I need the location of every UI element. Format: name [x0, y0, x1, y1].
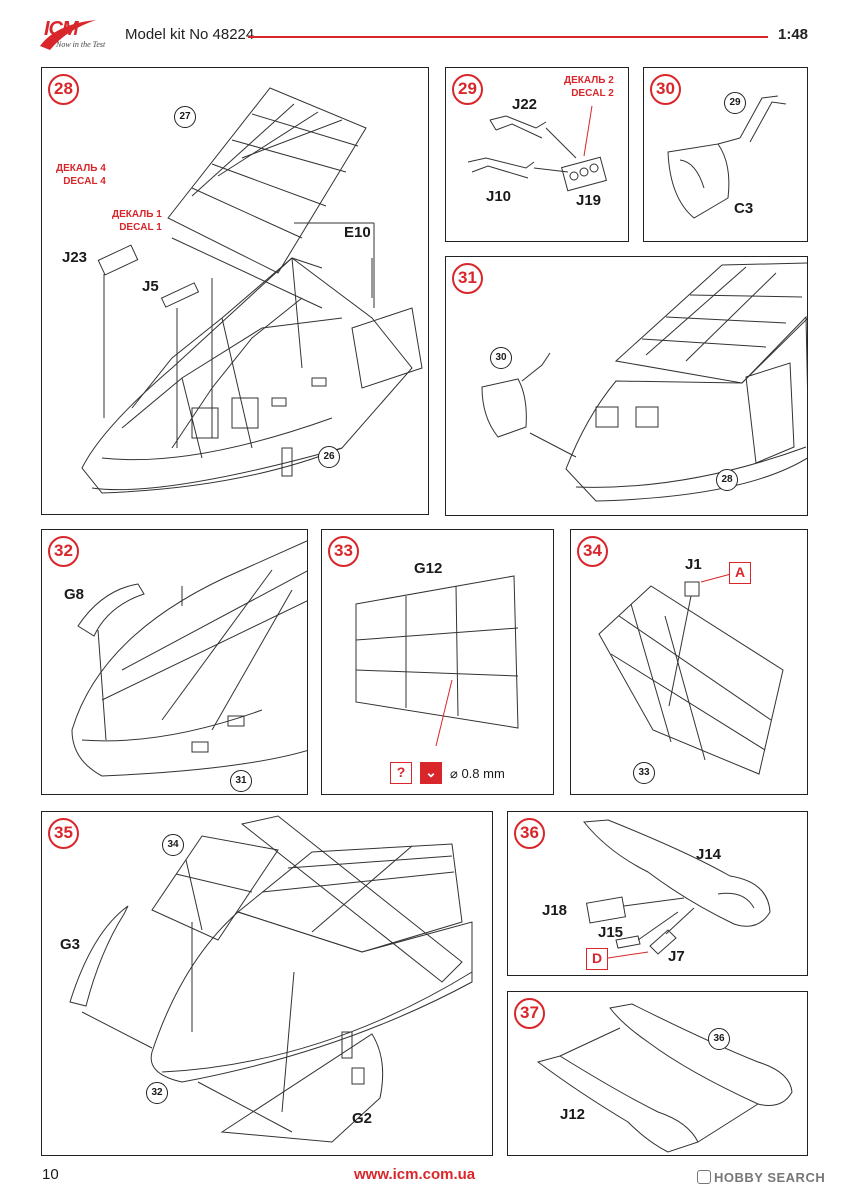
decal-2-ru: ДЕКАЛЬ 2: [564, 75, 614, 86]
kit-number: Model kit No 48224: [125, 26, 255, 43]
step-32-panel: 32 G8 31: [41, 529, 308, 795]
decal-2-label: ДЕКАЛЬ 2 DECAL 2: [564, 74, 614, 100]
decal-1-en: DECAL 1: [119, 222, 162, 233]
step-35-drawing: [69, 815, 473, 1143]
callout-D: D: [586, 948, 608, 970]
step-37-panel: 37 36 J12: [507, 991, 808, 1156]
ref-29: 29: [724, 92, 746, 114]
part-J14: J14: [696, 846, 722, 863]
ref-30: 30: [490, 347, 512, 369]
ref-33: 33: [633, 762, 655, 784]
part-J15: J15: [598, 924, 624, 941]
step-31-drawing: [481, 262, 807, 502]
step-28-drawing: [81, 87, 423, 494]
decal-2-en: DECAL 2: [571, 88, 614, 99]
step-number: 32: [48, 536, 79, 567]
step-number: 33: [328, 536, 359, 567]
drill-size: ⌀ 0.8 mm: [450, 766, 505, 781]
part-G3: G3: [60, 936, 81, 953]
step-number: 28: [48, 74, 79, 105]
part-J5: J5: [142, 278, 159, 295]
ref-31: 31: [230, 770, 252, 792]
website-link[interactable]: www.icm.com.ua: [354, 1166, 476, 1183]
icm-logo: [40, 20, 96, 50]
step-34-panel: 34 J1 A 33: [570, 529, 808, 795]
step-number: 34: [577, 536, 608, 567]
step-34-drawing: [598, 573, 784, 775]
part-J22: J22: [512, 96, 538, 113]
part-J7: J7: [668, 948, 685, 965]
step-number: 30: [650, 74, 681, 105]
step-36-drawing: [583, 819, 771, 959]
ref-27: 27: [174, 106, 196, 128]
step-number: 29: [452, 74, 483, 105]
part-G2: G2: [352, 1110, 373, 1127]
part-J10: J10: [486, 188, 512, 205]
step-number: 37: [514, 998, 545, 1029]
decal-4-en: DECAL 4: [63, 176, 106, 187]
ref-36: 36: [708, 1028, 730, 1050]
step-29-drawing: [467, 105, 608, 192]
step-number: 31: [452, 263, 483, 294]
part-J12: J12: [560, 1106, 586, 1123]
step-number: 36: [514, 818, 545, 849]
scale-label: 1:48: [778, 26, 809, 43]
decal-4-label: ДЕКАЛЬ 4 DECAL 4: [56, 162, 106, 188]
part-G12: G12: [414, 560, 443, 577]
decal-1-ru: ДЕКАЛЬ 1: [112, 209, 162, 220]
ref-32: 32: [146, 1082, 168, 1104]
part-J23: J23: [62, 249, 88, 266]
header-divider: [248, 36, 768, 38]
logo-tagline: Now in the Test: [56, 40, 106, 49]
page-number: 10: [42, 1166, 59, 1183]
ref-28: 28: [716, 469, 738, 491]
check-fit-icon: ?: [390, 762, 412, 784]
logo-text: ICM: [44, 18, 79, 40]
step-30-drawing: [667, 95, 787, 219]
part-G8: G8: [64, 586, 85, 603]
callout-A: A: [729, 562, 751, 584]
ref-26: 26: [318, 446, 340, 468]
step-28-panel: 28 27 26 E10 J23 J5 ДЕКАЛЬ 4 DECAL 4 ДЕК…: [41, 67, 429, 515]
step-35-panel: 35 34 32 G3 G2: [41, 811, 493, 1156]
step-33-panel: 33 G12 ? ⌄ ⌀ 0.8 mm: [321, 529, 554, 795]
step-32-drawing: [71, 540, 307, 777]
decal-1-label: ДЕКАЛЬ 1 DECAL 1: [112, 208, 162, 234]
part-E10: E10: [344, 224, 371, 241]
part-J19: J19: [576, 192, 602, 209]
step-36-panel: 36 J14 J18 J15 J7 D: [507, 811, 808, 976]
step-31-panel: 31 30 28: [445, 256, 808, 516]
watermark: HOBBY SEARCH: [697, 1170, 825, 1185]
step-33-drawing: [355, 575, 519, 747]
watermark-text: HOBBY SEARCH: [714, 1170, 826, 1185]
step-29-panel: 29 ДЕКАЛЬ 2 DECAL 2 J22 J10 J19: [445, 67, 629, 242]
part-J18: J18: [542, 902, 568, 919]
step-30-panel: 30 29 C3: [643, 67, 808, 242]
ref-34: 34: [162, 834, 184, 856]
part-J1: J1: [685, 556, 702, 573]
step-37-drawing: [536, 1003, 793, 1153]
page-header: ICM Now in the Test Model kit No 48224 1…: [0, 0, 849, 60]
drill-hole-icon: ⌄: [420, 762, 442, 784]
watermark-logo-icon: [697, 1170, 711, 1184]
step-number: 35: [48, 818, 79, 849]
decal-4-ru: ДЕКАЛЬ 4: [56, 163, 106, 174]
part-C3: C3: [734, 200, 754, 217]
